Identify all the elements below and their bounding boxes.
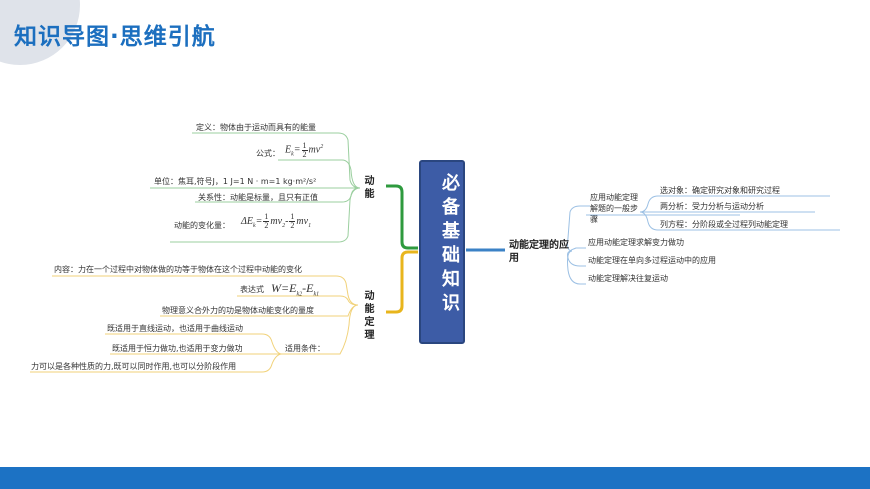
theorem-expression: W=Ek2-Ek1 [271,281,320,298]
branch-kinetic-theorem: 动能定理 [364,291,375,341]
application-item: 动能定理解决往复运动 [588,274,668,283]
theorem-expression-label: 表达式 [240,285,264,294]
application-general-steps: 应用动能定理解题的一般步骤 [590,193,638,224]
step-item: 选对象：确定研究对象和研究过程 [660,186,780,195]
condition-item: 既适用于恒力做功,也适用于变力做功 [112,344,243,353]
application-item: 动能定理在单向多过程运动中的应用 [588,256,716,265]
condition-item: 既适用于直线运动，也适用于曲线运动 [107,324,243,333]
application-item: 应用动能定理求解变力做功 [588,238,684,247]
center-node: 必备基础知识 [419,160,465,344]
kinetic-definition: 定义：物体由于运动而具有的能量 [196,123,316,132]
theorem-conditions-label: 适用条件： [285,344,325,353]
kinetic-change-label: 动能的变化量： [174,221,230,230]
kinetic-relation: 关系性：动能是标量，且只有正值 [198,193,318,202]
step-item: 列方程：分阶段或全过程列动能定理 [660,220,788,229]
footer-bar [0,467,870,489]
theorem-content: 内容：力在一个过程中对物体做的功等于物体在这个过程中动能的变化 [54,265,302,274]
branch-kinetic-energy: 动能 [364,176,375,200]
kinetic-unit: 单位：焦耳,符号J，1 J=1 N · m=1 kg·m²/s² [154,177,317,186]
theorem-meaning: 物理意义合外力的功是物体动能变化的量度 [162,306,314,315]
center-label: 必备基础知识 [439,173,460,317]
condition-item: 力可以是各种性质的力,既可以同时作用,也可以分阶段作用 [31,362,237,371]
branch-application: 动能定理的应用 [509,240,569,264]
page-title: 知识导图·思维引航 [14,24,216,50]
kinetic-formula-label: 公式： [256,149,280,158]
step-item: 两分析：受力分析与运动分析 [660,202,764,211]
